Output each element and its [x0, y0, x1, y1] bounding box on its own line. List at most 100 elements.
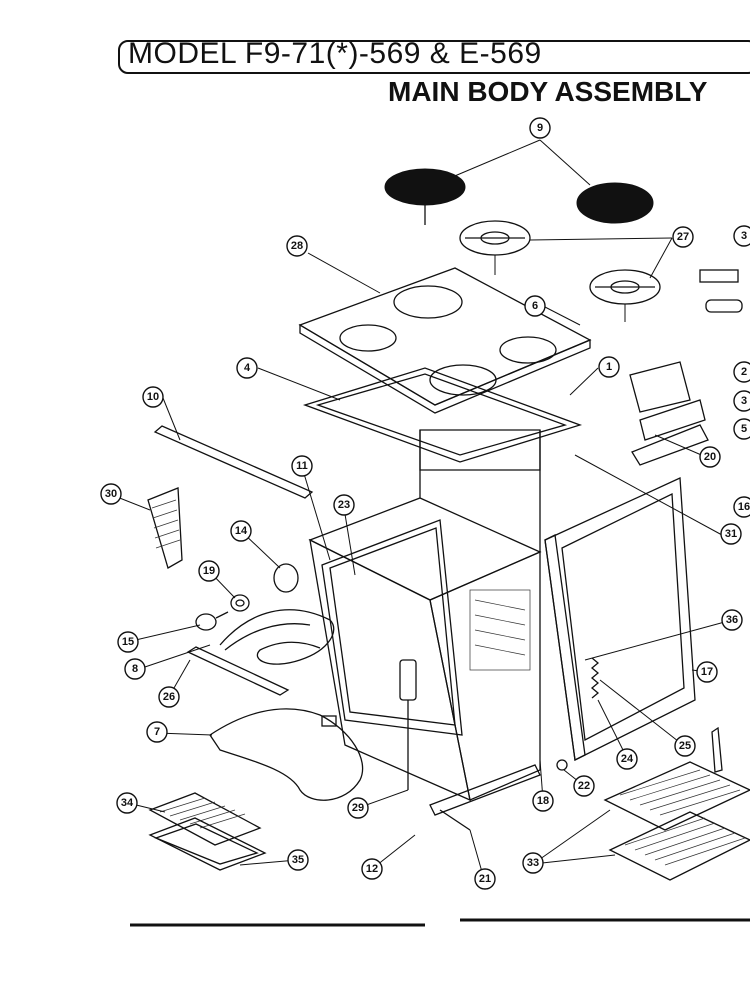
oven-rack-upper — [603, 761, 750, 831]
svg-text:35: 35 — [292, 854, 304, 866]
svg-text:31: 31 — [725, 528, 737, 540]
sensor-bulb — [399, 659, 417, 790]
svg-text:5: 5 — [741, 423, 747, 435]
broiler-pan — [148, 792, 262, 846]
callout-36: 36 — [721, 609, 743, 631]
assembly-title: MAIN BODY ASSEMBLY — [388, 76, 708, 107]
callout-24: 24 — [616, 748, 638, 770]
svg-text:2: 2 — [741, 366, 747, 378]
vent-cover — [147, 487, 183, 569]
callout-21: 21 — [474, 868, 496, 890]
svg-text:23: 23 — [338, 499, 350, 511]
svg-text:6: 6 — [532, 300, 538, 312]
oven-rack-lower — [608, 811, 750, 881]
callout-37: 3 — [733, 225, 750, 247]
svg-text:33: 33 — [527, 857, 539, 869]
broil-element — [219, 609, 335, 665]
svg-text:11: 11 — [296, 460, 308, 472]
callout-14: 14 — [230, 520, 252, 542]
title-frame — [118, 40, 750, 74]
svg-text:17: 17 — [701, 666, 713, 678]
callout-27: 27 — [672, 226, 694, 248]
svg-text:15: 15 — [122, 636, 134, 648]
svg-text:1: 1 — [606, 361, 612, 373]
callout-11: 11 — [291, 455, 313, 477]
drip-bowl-upper — [459, 220, 531, 275]
callout-35: 35 — [287, 849, 309, 871]
callout-2: 2 — [733, 361, 750, 383]
svg-text:14: 14 — [235, 525, 248, 537]
svg-text:29: 29 — [352, 802, 364, 814]
callout-9: 9 — [529, 117, 551, 139]
callout-16: 16 — [733, 496, 750, 518]
svg-text:4: 4 — [244, 362, 251, 374]
side-panel — [544, 477, 696, 761]
callout-7: 7 — [146, 721, 168, 743]
callout-34: 34 — [116, 792, 138, 814]
model-title: MODEL F9-71(*)-569 & E-569 — [128, 37, 542, 70]
drip-bowl-lower — [589, 269, 661, 322]
svg-text:16: 16 — [738, 501, 750, 513]
trim-bracket-small — [699, 269, 743, 313]
callout-10: 10 — [142, 386, 164, 408]
callout-31: 31 — [720, 523, 742, 545]
svg-text:28: 28 — [291, 240, 303, 252]
svg-text:24: 24 — [621, 753, 634, 765]
lamp-bulb — [195, 611, 229, 631]
svg-text:20: 20 — [704, 451, 716, 463]
back-strip — [153, 425, 314, 499]
svg-text:21: 21 — [479, 873, 491, 885]
svg-text:3: 3 — [741, 230, 747, 242]
callout-8: 8 — [124, 658, 146, 680]
svg-text:19: 19 — [203, 565, 215, 577]
svg-text:8: 8 — [132, 663, 138, 675]
callout-6: 6 — [524, 295, 546, 317]
callout-18: 18 — [532, 790, 554, 812]
surface-element-left — [384, 168, 466, 225]
bake-element — [209, 708, 364, 801]
oven-body — [308, 429, 542, 802]
callout-25: 25 — [674, 735, 696, 757]
hinge-bracket — [629, 361, 709, 466]
callout-19: 19 — [198, 560, 220, 582]
svg-text:9: 9 — [537, 122, 543, 134]
svg-text:3: 3 — [741, 395, 747, 407]
svg-text:34: 34 — [121, 797, 134, 809]
callout-5: 5 — [733, 418, 750, 440]
svg-text:18: 18 — [537, 795, 549, 807]
callout-28: 28 — [286, 235, 308, 257]
surface-element-right — [576, 182, 654, 224]
callout-23: 23 — [333, 494, 355, 516]
callout-20: 20 — [699, 446, 721, 468]
svg-text:7: 7 — [154, 726, 160, 738]
callout-4: 4 — [236, 357, 258, 379]
svg-text:12: 12 — [366, 863, 378, 875]
lamp-receptacle — [230, 594, 250, 612]
bottom-trim — [429, 764, 541, 831]
cooktop-panel — [298, 267, 592, 414]
callout-29: 29 — [347, 797, 369, 819]
door-spring — [590, 657, 600, 699]
right-hinge-part — [711, 726, 723, 773]
broiler-pan-insert — [148, 817, 267, 871]
svg-text:27: 27 — [677, 231, 689, 243]
door-gasket — [321, 519, 463, 736]
lamp-socket — [273, 563, 299, 593]
top-frame — [302, 367, 583, 463]
svg-text:22: 22 — [578, 780, 590, 792]
svg-text:10: 10 — [147, 391, 159, 403]
callout-33: 33 — [522, 852, 544, 874]
callout-26: 26 — [158, 686, 180, 708]
svg-text:36: 36 — [726, 614, 738, 626]
callout-15: 15 — [117, 631, 139, 653]
callout-12: 12 — [361, 858, 383, 880]
callout-30: 30 — [100, 483, 122, 505]
leveling-leg — [556, 759, 568, 771]
callout-3: 3 — [733, 390, 750, 412]
broil-pan-trim — [186, 646, 290, 696]
callout-1: 1 — [598, 356, 620, 378]
callout-17: 17 — [696, 661, 718, 683]
callout-22: 22 — [573, 775, 595, 797]
svg-text:26: 26 — [163, 691, 175, 703]
